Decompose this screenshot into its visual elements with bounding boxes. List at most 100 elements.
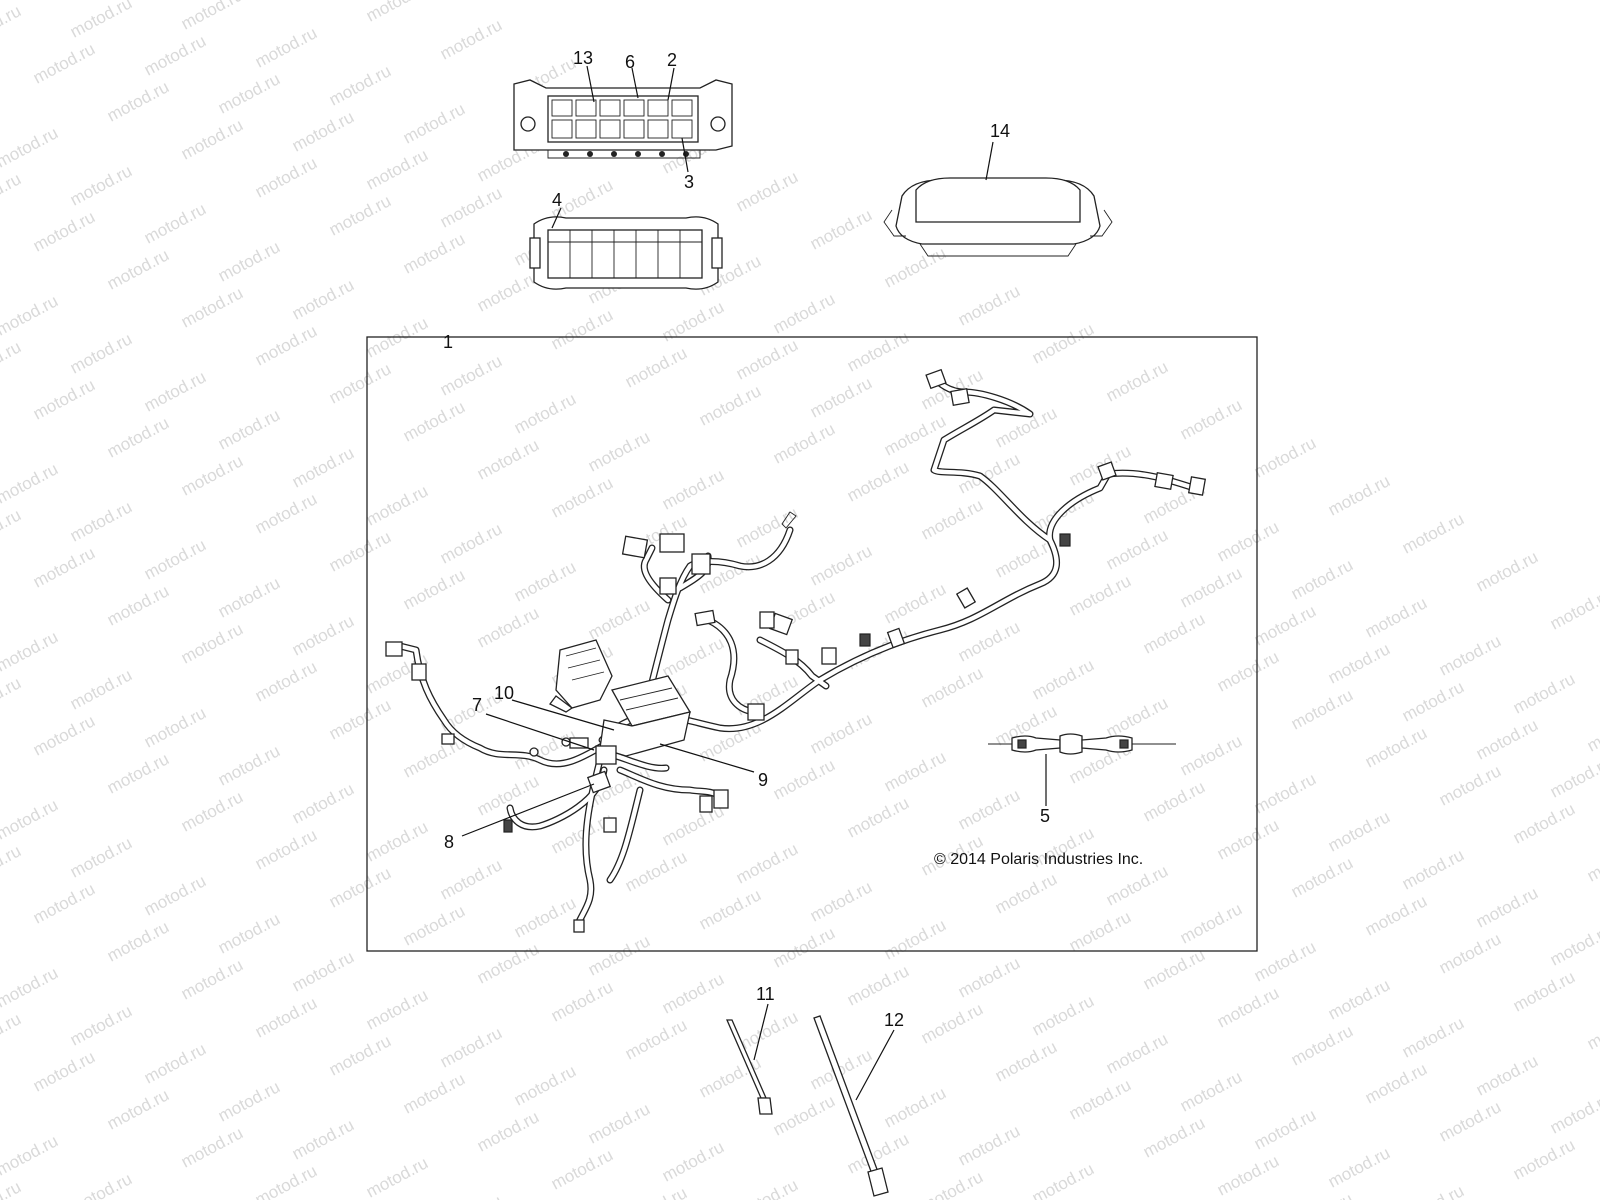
watermark-text: motod.ru — [400, 229, 468, 277]
watermark-text: motod.ru — [215, 741, 283, 789]
watermark-text: motod.ru — [1510, 799, 1578, 847]
watermark-text: motod.ru — [770, 755, 838, 803]
callout-12: 12 — [884, 1010, 904, 1030]
watermark-text: motod.ru — [1214, 815, 1282, 863]
watermark-text: motod.ru — [659, 633, 727, 681]
watermark-text: motod.ru — [807, 205, 875, 253]
watermark-text: motod.ru — [0, 123, 61, 171]
watermark-text: motod.ru — [511, 389, 579, 437]
callout-7: 7 — [472, 695, 482, 715]
watermark-text: motod.ru — [0, 291, 61, 339]
watermark-text: motod.ru — [0, 673, 24, 721]
watermark-text: motod.ru — [474, 939, 542, 987]
watermark-text: motod.ru — [326, 191, 394, 239]
watermark-text: motod.ru — [548, 473, 616, 521]
watermark-text: motod.ru — [178, 283, 246, 331]
cable-tie-long[interactable] — [813, 1015, 889, 1197]
watermark-text: motod.ru — [1251, 433, 1319, 481]
watermark-text: motod.ru — [918, 495, 986, 543]
watermark-text: motod.ru — [1584, 1005, 1600, 1053]
watermark-text: motod.ru — [511, 725, 579, 773]
watermark-text: motod.ru — [0, 627, 61, 675]
watermark-text: motod.ru — [400, 901, 468, 949]
watermark-text: motod.ru — [1288, 555, 1356, 603]
watermark-text: motod.ru — [215, 69, 283, 117]
watermark-text: motod.ru — [918, 999, 986, 1047]
callout-6: 6 — [625, 52, 635, 72]
watermark-text: motod.ru — [992, 1037, 1060, 1085]
watermark-text: motod.ru — [659, 1137, 727, 1185]
watermark-text: motod.ru — [955, 785, 1023, 833]
watermark-text: motod.ru — [1140, 1113, 1208, 1161]
watermark-text: motod.ru — [67, 1001, 135, 1049]
watermark-text: motod.ru — [289, 107, 357, 155]
callout-11: 11 — [756, 984, 775, 1004]
watermark-text: motod.ru — [104, 245, 172, 293]
watermark-text: motod.ru — [437, 1023, 505, 1071]
watermark-text: motod.ru — [1029, 655, 1097, 703]
watermark-text: motod.ru — [1473, 883, 1541, 931]
watermark-text: motod.ru — [30, 207, 98, 255]
watermark-text: motod.ru — [1362, 891, 1430, 939]
watermark-text: motod.ru — [141, 31, 209, 79]
watermark-text: motod.ru — [1214, 517, 1282, 565]
inline-fuse-holder[interactable] — [988, 733, 1176, 755]
watermark-text: motod.ru — [474, 267, 542, 315]
fuse-box-open[interactable] — [513, 79, 733, 159]
watermark-text: motod.ru — [881, 915, 949, 963]
watermark-text: motod.ru — [622, 1183, 690, 1200]
cable-tie-short[interactable] — [726, 1019, 773, 1115]
watermark-text: motod.ru — [0, 1177, 24, 1200]
relay-box-cover[interactable] — [883, 177, 1113, 257]
watermark-text: motod.ru — [511, 893, 579, 941]
harness-connector-block — [549, 639, 613, 713]
watermark-text: motod.ru — [881, 1083, 949, 1131]
fuse-box-cover[interactable] — [529, 216, 723, 290]
watermark-text: motod.ru — [1103, 861, 1171, 909]
watermark-text: motod.ru — [1177, 899, 1245, 947]
watermark-text: motod.ru — [363, 145, 431, 193]
watermark-text: motod.ru — [289, 1115, 357, 1163]
watermark-text: motod.ru — [1399, 1181, 1467, 1200]
watermark-text: motod.ru — [141, 1039, 209, 1087]
watermark-text: motod.ru — [548, 977, 616, 1025]
watermark-text: motod.ru — [437, 519, 505, 567]
watermark-text: motod.ru — [67, 0, 135, 42]
callout-10: 10 — [494, 683, 514, 703]
watermark-text: motod.ru — [141, 871, 209, 919]
watermark-text: motod.ru — [1325, 975, 1393, 1023]
watermark-text: motod.ru — [178, 0, 246, 34]
watermark-text: motod.ru — [0, 1009, 24, 1057]
watermark-text: motod.ru — [437, 351, 505, 399]
watermark-text: motod.ru — [585, 427, 653, 475]
watermark-text: motod.ru — [178, 1123, 246, 1171]
watermark-text: motod.ru — [1547, 753, 1600, 801]
watermark-text: motod.ru — [659, 465, 727, 513]
watermark-text: motod.ru — [178, 955, 246, 1003]
watermark-text: motod.ru — [1103, 357, 1171, 405]
watermark-text: motod.ru — [1584, 837, 1600, 885]
watermark-text: motod.ru — [585, 1099, 653, 1147]
watermark-text: motod.ru — [474, 1107, 542, 1155]
watermark-text: motod.ru — [511, 557, 579, 605]
watermark-text: motod.ru — [1251, 937, 1319, 985]
watermark-text: motod.ru — [67, 497, 135, 545]
watermark-text: motod.ru — [178, 451, 246, 499]
watermark-text: motod.ru — [252, 657, 320, 705]
watermark-text: motod.ru — [400, 99, 468, 147]
watermark-text: motod.ru — [104, 917, 172, 965]
watermark-text: motod.ru — [733, 839, 801, 887]
watermark-text: motod.ru — [807, 877, 875, 925]
watermark-text: motod.ru — [1288, 685, 1356, 733]
watermark-text: motod.ru — [622, 1015, 690, 1063]
watermark-text: motod.ru — [770, 289, 838, 337]
watermark-text: motod.ru — [215, 573, 283, 621]
watermark-text: motod.ru — [0, 459, 61, 507]
watermark-text: motod.ru — [1547, 1089, 1600, 1137]
watermark-text: motod.ru — [104, 1085, 172, 1133]
watermark-text: motod.ru — [1436, 761, 1504, 809]
watermark-text: motod.ru — [0, 0, 61, 4]
watermark-text: motod.ru — [215, 1077, 283, 1125]
watermark-text: motod.ru — [104, 749, 172, 797]
watermark-text: motod.ru — [844, 961, 912, 1009]
